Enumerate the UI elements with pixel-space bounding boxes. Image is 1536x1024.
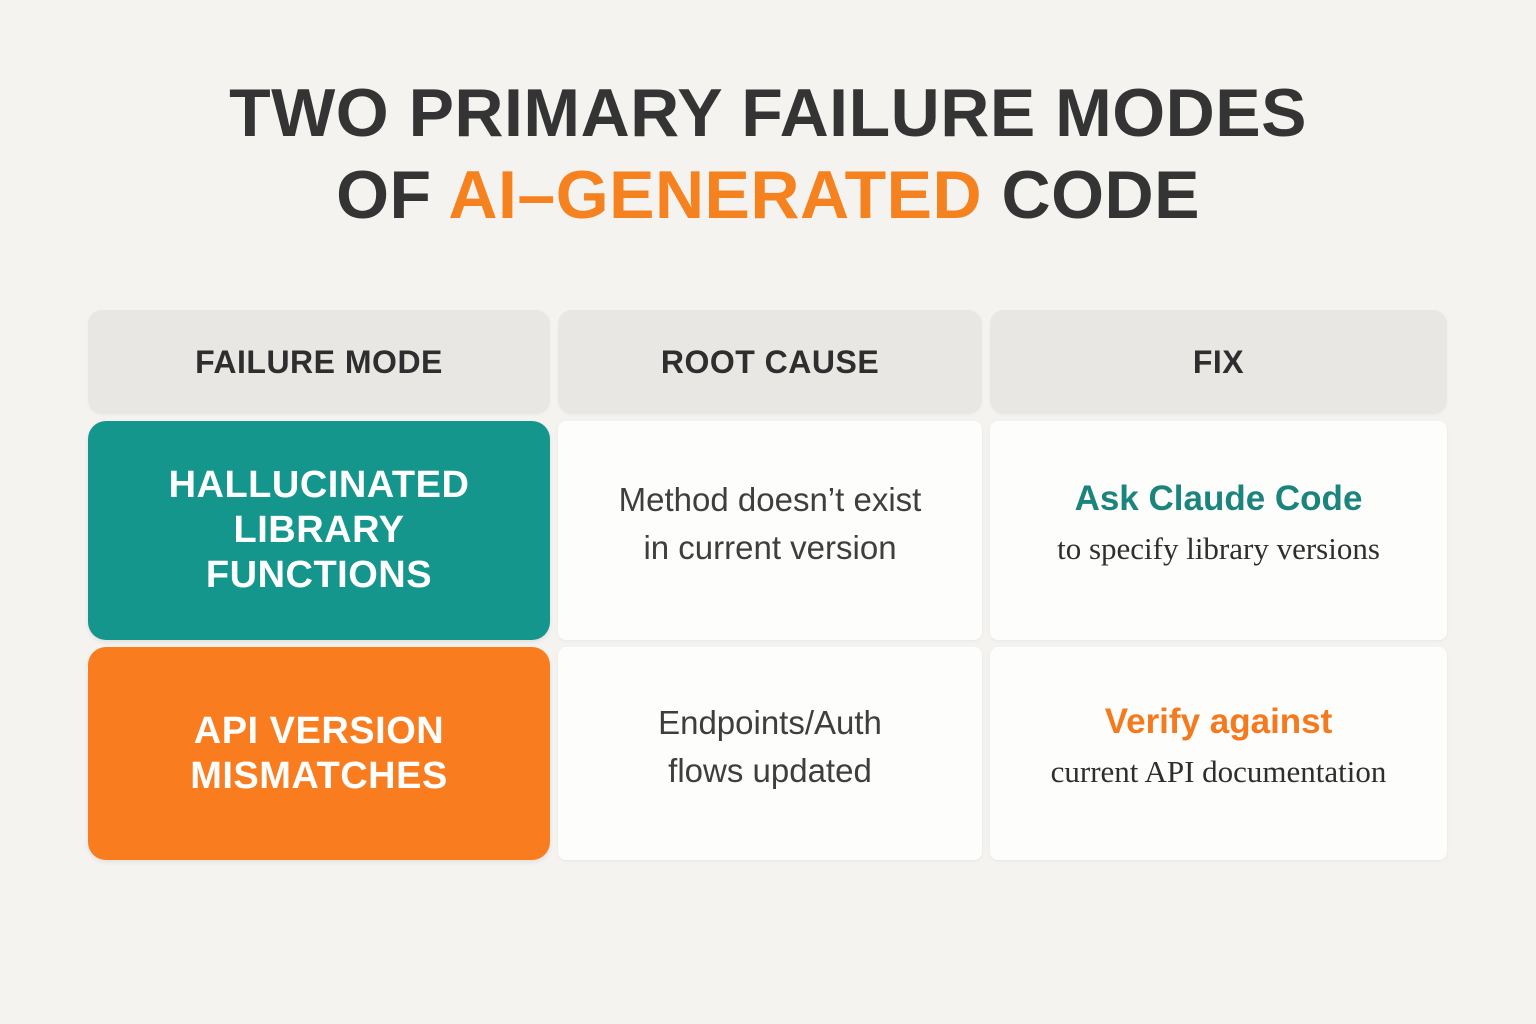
failure-mode-line: API VERSION bbox=[193, 709, 445, 752]
root-cause-line: Endpoints/Auth bbox=[658, 703, 882, 741]
failure-mode-cell-hallucinated-library-functions: HALLUCINATED LIBRARY FUNCTIONS bbox=[88, 421, 550, 640]
fix-detail-text: current API documentation bbox=[1050, 753, 1387, 789]
column-header-fix: FIX bbox=[990, 310, 1447, 414]
column-header-failure-mode: FAILURE MODE bbox=[88, 310, 550, 414]
fix-emphasis-text: Ask Claude Code bbox=[1074, 479, 1363, 519]
failure-modes-table: FAILURE MODE ROOT CAUSE FIX HALLUCINATED… bbox=[88, 310, 1447, 860]
root-cause-line: Method doesn’t exist bbox=[618, 480, 922, 518]
root-cause-line: flows updated bbox=[668, 751, 872, 789]
fix-cell-row2: Verify against current API documentation bbox=[990, 647, 1447, 860]
root-cause-line: in current version bbox=[643, 528, 897, 566]
title-line2-prefix: OF bbox=[336, 157, 449, 234]
title-line2-suffix: CODE bbox=[982, 157, 1200, 234]
fix-detail-text: to specify library versions bbox=[1057, 530, 1380, 566]
failure-mode-line: HALLUCINATED bbox=[168, 464, 470, 507]
fix-cell-row1: Ask Claude Code to specify library versi… bbox=[990, 421, 1447, 640]
title-highlight: AI–GENERATED bbox=[448, 157, 983, 234]
failure-mode-cell-api-version-mismatches: API VERSION MISMATCHES bbox=[88, 647, 550, 860]
root-cause-cell-row1: Method doesn’t exist in current version bbox=[558, 421, 982, 640]
fix-emphasis-text: Verify against bbox=[1104, 702, 1333, 742]
page-title: TWO PRIMARY FAILURE MODES OF AI–GENERATE… bbox=[0, 72, 1536, 237]
failure-mode-line: LIBRARY bbox=[233, 509, 405, 552]
root-cause-cell-row2: Endpoints/Auth flows updated bbox=[558, 647, 982, 860]
failure-mode-line: FUNCTIONS bbox=[205, 553, 433, 596]
failure-mode-line: MISMATCHES bbox=[190, 754, 448, 797]
title-line1: TWO PRIMARY FAILURE MODES bbox=[229, 75, 1307, 151]
column-header-root-cause: ROOT CAUSE bbox=[558, 310, 982, 414]
